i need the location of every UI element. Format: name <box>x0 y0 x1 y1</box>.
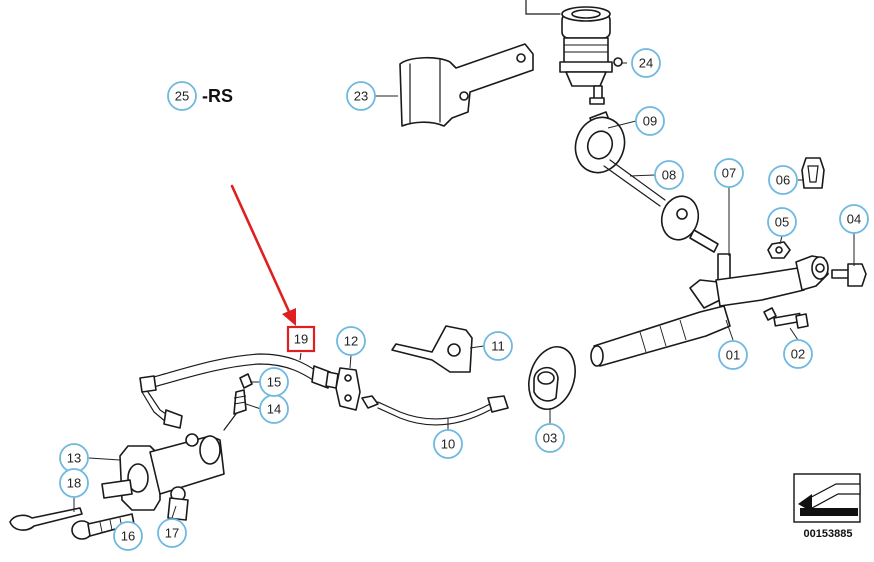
callout-10[interactable]: 10 <box>433 429 463 459</box>
leader-lines <box>73 62 855 537</box>
callout-04-label: 04 <box>847 212 861 227</box>
callout-15[interactable]: 15 <box>259 367 289 397</box>
callout-02[interactable]: 02 <box>783 339 813 369</box>
callout-17-label: 17 <box>165 526 179 541</box>
callout-16[interactable]: 16 <box>113 521 143 551</box>
callout-14[interactable]: 14 <box>259 394 289 424</box>
red-pointer-arrow <box>230 184 296 326</box>
callout-13-label: 13 <box>67 451 81 466</box>
callout-03-label: 03 <box>543 431 557 446</box>
bracket-11 <box>391 325 473 373</box>
callout-10-label: 10 <box>441 437 455 452</box>
callout-07[interactable]: 07 <box>714 158 744 188</box>
feed-hose <box>603 159 666 207</box>
callout-01[interactable]: 01 <box>718 340 748 370</box>
hydraulic-line-10 <box>361 395 509 426</box>
callout-01-label: 01 <box>726 348 740 363</box>
callout-23[interactable]: 23 <box>346 81 376 111</box>
callout-06[interactable]: 06 <box>768 165 798 195</box>
callout-11-label: 11 <box>491 339 505 354</box>
callout-09[interactable]: 09 <box>635 106 665 136</box>
callout-24-label: 24 <box>639 56 653 71</box>
callout-12[interactable]: 12 <box>336 326 366 356</box>
callout-23-label: 23 <box>354 89 368 104</box>
callout-05[interactable]: 05 <box>767 207 797 237</box>
callout-11[interactable]: 11 <box>483 331 513 361</box>
reference-icon-box <box>793 473 861 523</box>
callout-16-label: 16 <box>121 529 135 544</box>
callout-25-label: 25 <box>175 89 189 104</box>
callout-02-label: 02 <box>791 347 805 362</box>
master-cylinder <box>590 253 829 367</box>
callout-09-label: 09 <box>643 114 657 129</box>
push-rod-disc <box>660 195 719 253</box>
callout-15-label: 15 <box>267 375 281 390</box>
suffix-label: -RS <box>202 86 233 106</box>
callout-06-label: 06 <box>776 173 790 188</box>
hose-clip-12 <box>335 367 361 411</box>
bleeder-valve <box>223 373 253 431</box>
reference-number: 00153885 <box>804 528 853 540</box>
callout-08[interactable]: 08 <box>654 160 684 190</box>
mounting-bracket-23 <box>399 43 534 127</box>
slave-cylinder <box>101 433 225 521</box>
callout-13[interactable]: 13 <box>59 443 89 473</box>
nut-05 <box>767 241 791 259</box>
bolt-04 <box>831 263 867 287</box>
dust-boot-03 <box>528 346 576 410</box>
callout-04[interactable]: 04 <box>839 204 869 234</box>
callout-18[interactable]: 18 <box>59 468 89 498</box>
clutch-hose-19 <box>139 353 339 429</box>
callout-24[interactable]: 24 <box>631 48 661 78</box>
fluid-reservoir <box>525 0 623 105</box>
push-rod-18 <box>9 507 83 531</box>
callout-03[interactable]: 03 <box>535 423 565 453</box>
callout-07-label: 07 <box>722 166 736 181</box>
reservoir-cap-disc <box>574 111 626 174</box>
callout-25[interactable]: 25 <box>167 81 197 111</box>
bolt-16 <box>71 513 135 540</box>
callout-14-label: 14 <box>267 402 281 417</box>
callout-08-label: 08 <box>662 168 676 183</box>
callout-12-label: 12 <box>344 334 358 349</box>
callout-19-label: 19 <box>294 332 308 347</box>
callout-17[interactable]: 17 <box>157 518 187 548</box>
callout-19-highlighted[interactable]: 19 <box>286 325 316 353</box>
callout-18-label: 18 <box>67 476 81 491</box>
callout-05-label: 05 <box>775 215 789 230</box>
clip-06 <box>801 157 825 189</box>
